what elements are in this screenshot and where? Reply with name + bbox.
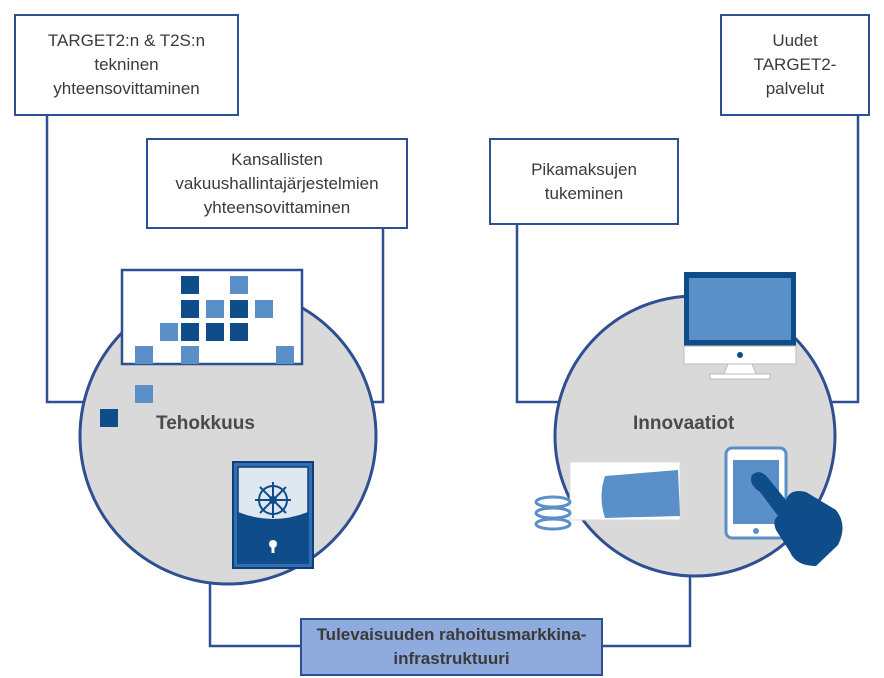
box-line: tekninen [94,55,159,74]
footer-line: infrastruktuuri [393,649,510,668]
vault-icon [232,461,314,569]
box-line: tukeminen [544,183,624,203]
collateral-box: Kansallisten vakuushallintajärjestelmien… [146,138,408,229]
coin-stack-icon [534,495,572,531]
future-infrastructure-box: Tulevaisuuden rahoitusmarkkina- infrastr… [300,618,603,676]
box-line: Uudet [772,31,818,50]
box-line: yhteensovittaminen [53,79,200,98]
innovation-label: Innovaatiot [633,413,735,434]
efficiency-label: Tehokkuus [156,413,255,434]
footer-line: Tulevaisuuden rahoitusmarkkina- [316,625,587,644]
box-line: TARGET2:n & T2S:n [47,31,206,50]
box-line: Pikamaksujen [531,159,637,179]
box-line: yhteensovittaminen [203,197,351,217]
payment-card-icon [569,461,681,521]
grid-icon [100,268,304,427]
monitor-icon [683,272,797,380]
box-line: Kansallisten [231,149,323,169]
instant-payments-box: Pikamaksujen tukeminen [489,138,679,225]
target2-t2s-box: TARGET2:n & T2S:n tekninen yhteensovitta… [14,14,239,116]
new-services-box: Uudet TARGET2- palvelut [720,14,870,116]
box-line: palvelut [765,79,825,98]
box-line: TARGET2- [753,55,837,74]
box-line: vakuushallintajärjestelmien [175,173,379,193]
tablet-touch-icon [724,446,843,566]
